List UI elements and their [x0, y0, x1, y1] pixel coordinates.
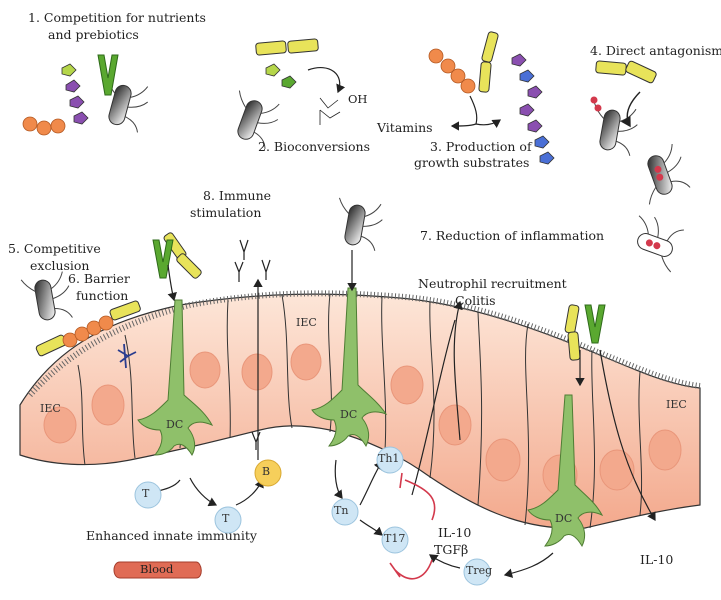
t17-label: T17	[384, 532, 406, 545]
process-5-label: 5. Competitive	[8, 241, 101, 256]
vitamins-label: Vitamins	[377, 120, 433, 135]
bacterium-5	[593, 102, 638, 156]
tn-label: Tn	[334, 504, 349, 517]
tn-cell	[331, 498, 359, 526]
process-2-label: 2. Bioconversions	[258, 139, 371, 154]
orange-beads	[22, 48, 476, 348]
t-cell-1-label: T	[142, 487, 150, 500]
immune-cells	[134, 446, 491, 586]
prebiotic-chain-1	[61, 63, 89, 125]
b-cell-label: B	[262, 465, 271, 478]
t-cell-2-label: T	[222, 512, 230, 525]
nuclei	[43, 343, 682, 496]
process-3-label: 3. Production of	[430, 139, 532, 154]
oh-label: OH	[348, 92, 368, 106]
bacterium-6	[647, 143, 691, 205]
neutrophil-label: Neutrophil recruitment	[418, 276, 567, 291]
bacterium-3	[338, 197, 383, 251]
tight-junction-icon	[117, 343, 137, 369]
antibodies	[234, 239, 271, 450]
iec-label-center: IEC	[296, 316, 317, 329]
th1-cell	[376, 446, 404, 474]
innate-immunity-label: Enhanced innate immunity	[86, 528, 257, 543]
process-1-label: 1. Competition for nutrients	[28, 10, 206, 25]
bacterium-1	[106, 76, 149, 133]
bacteria-flagellated	[20, 76, 691, 321]
dendritic-cells	[137, 287, 604, 548]
process-6-sublabel: function	[76, 288, 129, 303]
bacterium-4	[20, 271, 73, 321]
dc-label-3: DC	[555, 512, 573, 525]
dc-cell-2	[311, 287, 388, 448]
process-3-sublabel: growth substrates	[414, 155, 530, 170]
green-bacteria	[97, 54, 606, 344]
b-cell	[254, 459, 282, 487]
il10-label-right: IL-10	[640, 552, 674, 567]
bacterium-7	[637, 215, 684, 273]
t-cell-1	[134, 481, 162, 509]
treg-label: Treg	[466, 564, 493, 577]
process-1-sublabel: and prebiotics	[48, 27, 139, 42]
antagonism-arrow	[590, 91, 641, 128]
dc-cell-3	[527, 394, 604, 548]
process-8-sublabel: stimulation	[190, 205, 262, 220]
bacterium-2	[237, 90, 280, 149]
process-5-sublabel: exclusion	[30, 258, 90, 273]
inhibition-lines	[389, 472, 436, 580]
dc-label-2: DC	[340, 408, 358, 421]
process-4-label: 4. Direct antagonism	[590, 43, 721, 58]
blood-label: Blood	[140, 562, 174, 576]
colitis-label: Colitis	[455, 293, 496, 308]
process-8-label: 8. Immune	[203, 188, 272, 203]
prebiotic-chain-2	[511, 53, 555, 165]
dc-label-1: DC	[166, 418, 184, 431]
il10-label-center: IL-10	[438, 525, 472, 540]
th1-label: Th1	[378, 452, 400, 465]
t-cell-2	[214, 506, 242, 534]
blood-vessel	[113, 561, 202, 579]
bioconversion-molecule	[265, 63, 346, 125]
iec-label-left: IEC	[40, 402, 61, 415]
yellow-bacteria	[35, 31, 657, 361]
tgf-label: TGFβ	[434, 542, 469, 557]
process-7-label: 7. Reduction of inflammation	[420, 228, 605, 243]
iec-label-right: IEC	[666, 398, 687, 411]
substrate-arrows	[450, 95, 501, 131]
t17-cell	[381, 526, 409, 554]
process-6-label: 6. Barrier	[68, 271, 130, 286]
dc-cell-1	[137, 299, 214, 456]
treg-cell	[463, 558, 491, 586]
